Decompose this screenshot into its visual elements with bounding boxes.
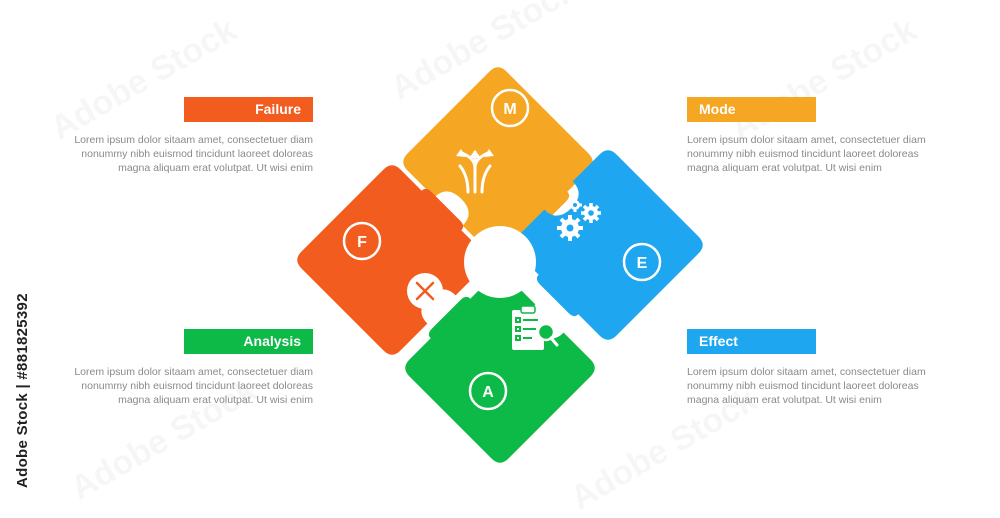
desc-line: nonummy nibh euismod tincidunt laoreet d… [81, 148, 313, 160]
desc-effect: Lorem ipsum dolor sitaam amet, consectet… [687, 365, 947, 407]
desc-line: Lorem ipsum dolor sitaam amet, consectet… [74, 134, 313, 146]
letter-f-text: F [357, 234, 367, 251]
desc-analysis: Lorem ipsum dolor sitaam amet, consectet… [53, 365, 313, 407]
desc-line: nonummy nibh euismod tincidunt laoreet d… [687, 380, 919, 392]
gears-icon [557, 198, 601, 241]
label-analysis: Analysis [184, 329, 313, 354]
letter-e: E [622, 242, 662, 282]
label-failure: Failure [184, 97, 313, 122]
desc-line: magna aliquam erat volutpat. Ut wisi eni… [118, 394, 313, 406]
desc-mode: Lorem ipsum dolor sitaam amet, consectet… [687, 133, 947, 175]
letter-m-text: M [503, 101, 516, 118]
desc-line: Lorem ipsum dolor sitaam amet, consectet… [74, 366, 313, 378]
desc-line: magna aliquam erat volutpat. Ut wisi eni… [687, 162, 882, 174]
desc-line: Lorem ipsum dolor sitaam amet, consectet… [687, 366, 926, 378]
fmea-puzzle-diagram: M E A F [293, 63, 707, 467]
letter-a-text: A [482, 384, 494, 401]
desc-line: magna aliquam erat volutpat. Ut wisi eni… [118, 162, 313, 174]
desc-line: nonummy nibh euismod tincidunt laoreet d… [81, 380, 313, 392]
desc-failure: Lorem ipsum dolor sitaam amet, consectet… [53, 133, 313, 175]
split-arrows-icon [456, 149, 494, 194]
letter-m: M [490, 88, 530, 128]
letter-a: A [468, 371, 508, 411]
desc-line: Lorem ipsum dolor sitaam amet, consectet… [687, 134, 926, 146]
center-hole [464, 226, 536, 298]
letter-f: F [342, 221, 382, 261]
clipboard-search-icon [512, 305, 559, 350]
label-mode: Mode [687, 97, 816, 122]
cross-circle-icon [407, 273, 443, 309]
letter-e-text: E [637, 255, 648, 272]
desc-line: magna aliquam erat volutpat. Ut wisi eni… [687, 394, 882, 406]
label-effect: Effect [687, 329, 816, 354]
desc-line: nonummy nibh euismod tincidunt laoreet d… [687, 148, 919, 160]
